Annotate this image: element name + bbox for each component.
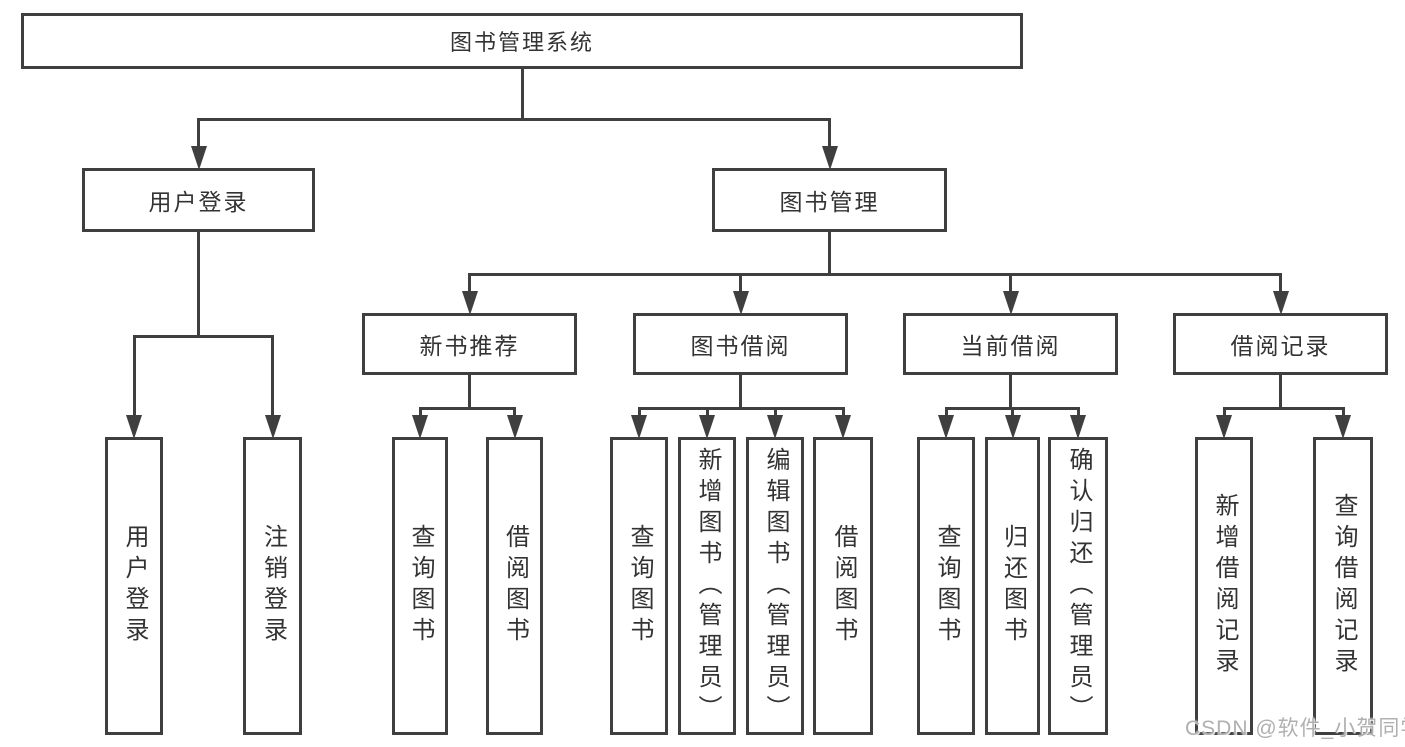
arrow-down-icon-leaf-nbr-borrow-book bbox=[506, 415, 523, 439]
connector-drop-leaf-user-login bbox=[132, 335, 136, 417]
node-leaf-bb-edit-book-admin: 编辑图书（管理员） bbox=[746, 437, 804, 735]
arrow-down-icon-book-mgmt bbox=[821, 146, 838, 170]
connector-drop-leaf-nbr-query-book bbox=[418, 407, 422, 417]
arrow-down-icon-user-login bbox=[190, 146, 207, 170]
arrow-down-icon-leaf-nbr-query-book bbox=[412, 415, 428, 439]
node-leaf-br-query-record: 查询借阅记录 bbox=[1313, 437, 1373, 735]
connector-bus-root bbox=[197, 118, 831, 121]
connector-bus-book-mgmt bbox=[468, 273, 1282, 276]
connector-stem-new-book-rec bbox=[468, 375, 471, 407]
connector-bus-user-login bbox=[132, 335, 274, 338]
connector-drop-leaf-br-query-record bbox=[1341, 407, 1345, 417]
node-leaf-br-add-record: 新增借阅记录 bbox=[1195, 437, 1253, 735]
connector-drop-new-book-rec bbox=[468, 273, 471, 293]
arrow-down-icon-book-borrow bbox=[732, 291, 749, 315]
node-root: 图书管理系统 bbox=[21, 13, 1023, 69]
arrow-down-icon-leaf-bb-query-book bbox=[631, 415, 647, 439]
arrow-down-icon-new-book-rec bbox=[461, 291, 478, 315]
node-leaf-cb-query-book: 查询图书 bbox=[917, 437, 975, 735]
connector-stem-root bbox=[520, 69, 524, 118]
connector-drop-current-borrow bbox=[1009, 273, 1012, 293]
arrow-down-icon-leaf-logout bbox=[264, 415, 281, 439]
connector-drop-leaf-nbr-borrow-book bbox=[513, 407, 516, 417]
node-leaf-bb-query-book: 查询图书 bbox=[610, 437, 668, 735]
arrow-down-icon-leaf-bb-edit-book-admin bbox=[767, 415, 783, 439]
connector-stem-user-login bbox=[197, 232, 200, 335]
connector-drop-leaf-bb-query-book bbox=[637, 407, 641, 417]
node-new-book-rec: 新书推荐 bbox=[362, 313, 577, 375]
arrow-down-icon-leaf-cb-query-book bbox=[938, 415, 954, 439]
connector-drop-leaf-cb-return-book bbox=[1011, 407, 1014, 417]
node-leaf-bb-add-book-admin: 新增图书（管理员） bbox=[678, 437, 736, 735]
node-book-borrow: 图书借阅 bbox=[633, 313, 848, 375]
arrow-down-icon-leaf-br-query-record bbox=[1335, 415, 1351, 439]
node-leaf-cb-return-book: 归还图书 bbox=[985, 437, 1040, 735]
node-leaf-cb-confirm-return-admin: 确认归还（管理员） bbox=[1048, 437, 1108, 735]
node-book-mgmt: 图书管理 bbox=[712, 168, 947, 232]
connector-stem-book-borrow bbox=[739, 375, 742, 407]
connector-bus-borrow-records bbox=[1222, 407, 1345, 410]
arrow-down-icon-current-borrow bbox=[1002, 291, 1019, 315]
arrow-down-icon-leaf-br-add-record bbox=[1216, 415, 1232, 439]
arrow-down-icon-leaf-user-login bbox=[126, 415, 142, 439]
arrow-down-icon-leaf-cb-return-book bbox=[1004, 415, 1021, 439]
connector-drop-book-mgmt bbox=[828, 118, 831, 148]
node-leaf-nbr-query-book: 查询图书 bbox=[392, 437, 448, 735]
connector-drop-borrow-records bbox=[1279, 273, 1282, 293]
connector-drop-leaf-logout bbox=[271, 335, 274, 417]
connector-bus-new-book-rec bbox=[418, 407, 516, 410]
connector-stem-current-borrow bbox=[1009, 375, 1012, 407]
csdn-watermark: CSDN @软件_小贺同学 bbox=[1185, 717, 1405, 740]
node-leaf-bb-borrow-book: 借阅图书 bbox=[813, 437, 873, 735]
node-user-login: 用户登录 bbox=[82, 168, 315, 232]
connector-drop-leaf-bb-edit-book-admin bbox=[773, 407, 777, 417]
arrow-down-icon-leaf-bb-add-book-admin bbox=[699, 415, 715, 439]
connector-stem-book-mgmt bbox=[828, 232, 831, 273]
connector-drop-user-login bbox=[197, 118, 200, 148]
arrow-down-icon-leaf-cb-confirm-return-admin bbox=[1070, 415, 1086, 439]
node-borrow-records: 借阅记录 bbox=[1173, 313, 1388, 375]
connector-drop-leaf-bb-add-book-admin bbox=[705, 407, 709, 417]
node-leaf-nbr-borrow-book: 借阅图书 bbox=[486, 437, 543, 735]
node-leaf-logout: 注销登录 bbox=[243, 437, 302, 735]
arrow-down-icon-leaf-bb-borrow-book bbox=[835, 415, 851, 439]
connector-drop-leaf-cb-query-book bbox=[944, 407, 948, 417]
node-current-borrow: 当前借阅 bbox=[903, 313, 1118, 375]
connector-drop-leaf-cb-confirm-return-admin bbox=[1076, 407, 1080, 417]
connector-drop-leaf-bb-borrow-book bbox=[841, 407, 845, 417]
node-leaf-user-login: 用户登录 bbox=[105, 437, 163, 735]
arrow-down-icon-borrow-records bbox=[1272, 291, 1289, 315]
connector-drop-leaf-br-add-record bbox=[1222, 407, 1226, 417]
connector-stem-borrow-records bbox=[1279, 375, 1282, 407]
connector-drop-book-borrow bbox=[739, 273, 742, 293]
connector-bus-book-borrow bbox=[637, 407, 845, 410]
